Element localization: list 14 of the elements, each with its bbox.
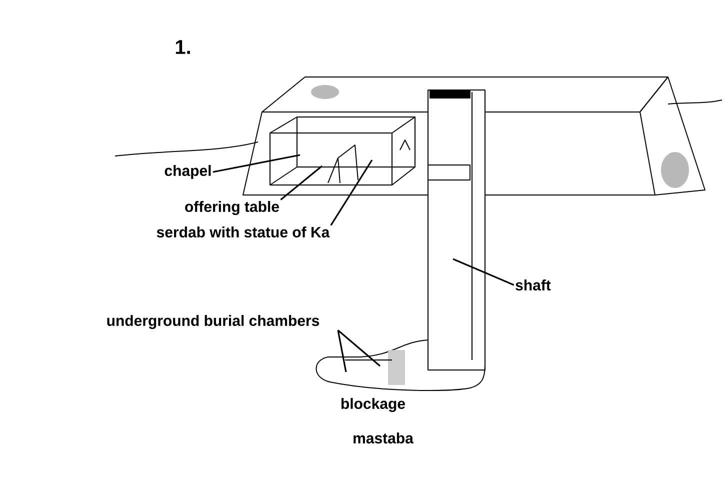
part-label: serdab with statue of Ka [156, 226, 330, 238]
part-label: underground burial chambers [107, 314, 320, 330]
leader-line [337, 330, 381, 367]
leader-line [212, 154, 300, 173]
leader-line [330, 160, 373, 226]
part-label: blockage [341, 398, 405, 412]
leader-line [452, 258, 514, 286]
part-label: shaft [516, 279, 551, 290]
part-label: mastaba [354, 432, 414, 444]
leader-line [337, 330, 347, 372]
figure-number: 1. [176, 40, 190, 54]
part-label: offering table [185, 200, 279, 216]
part-label: chapel [164, 165, 211, 179]
leader-line [280, 165, 322, 200]
